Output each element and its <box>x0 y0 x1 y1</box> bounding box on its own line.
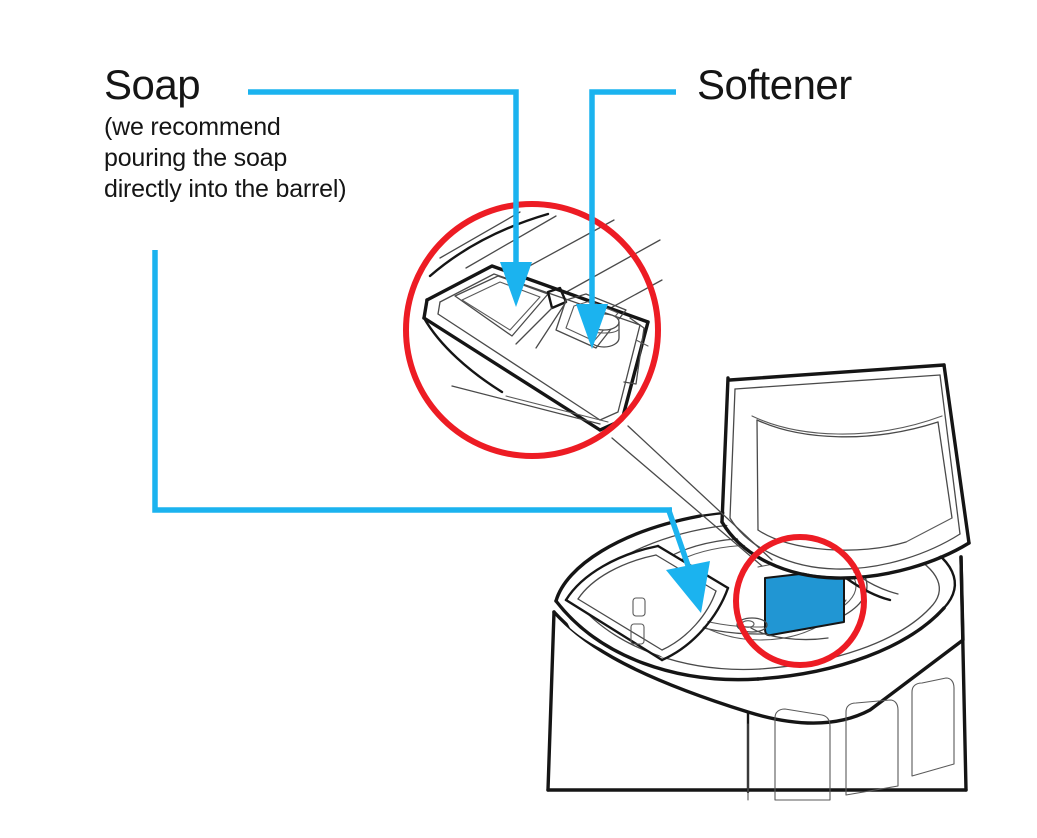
control-button-2[interactable] <box>630 623 645 645</box>
machine-side-vents <box>747 677 955 801</box>
softener-callout-leader <box>576 89 676 349</box>
soap-callout-label: Soap (we recommend pouring the soap dire… <box>104 61 347 205</box>
softener-callout-label: Softener <box>697 62 852 108</box>
washing-machine-group <box>546 363 971 801</box>
detergent-drawer-detail <box>418 211 663 432</box>
soap-to-barrel-leader <box>152 250 710 613</box>
soap-label-title: Soap <box>104 61 201 108</box>
machine-lid-open[interactable] <box>720 363 971 602</box>
drawer-detail-circle <box>403 201 661 459</box>
detail-connector-lines <box>611 425 773 567</box>
soap-label-note-line-2: pouring the soap <box>104 144 288 172</box>
control-button-1[interactable] <box>632 597 646 617</box>
softener-label-title: Softener <box>697 61 852 108</box>
machine-drawer-circle <box>733 534 867 668</box>
soap-label-note-line-1: (we recommend <box>104 113 281 141</box>
soap-callout-leader <box>248 89 532 307</box>
drawer-compartments <box>454 275 649 385</box>
drawer-front-face <box>451 385 609 425</box>
soap-label-note-line-3: directly into the barrel) <box>104 175 347 203</box>
